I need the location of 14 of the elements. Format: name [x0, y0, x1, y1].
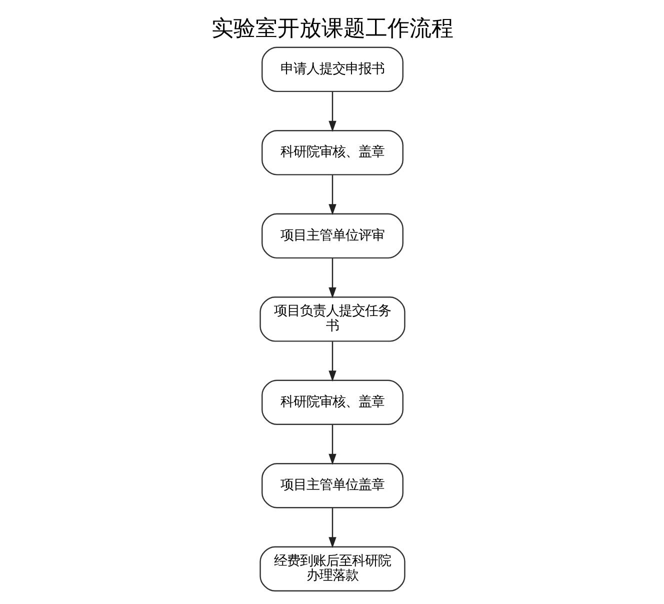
arrow: [328, 342, 336, 382]
arrow: [328, 508, 336, 548]
arrow: [328, 92, 336, 132]
node-box: 科研院审核、盖章: [261, 380, 403, 426]
arrow: [328, 258, 336, 298]
arrow: [328, 424, 336, 465]
arrow: [328, 175, 336, 216]
node-box: 项目主管单位盖章: [261, 462, 403, 508]
diagram-title: 实验室开放课题工作流程: [211, 16, 453, 42]
node-box: 项目负责人提交任务书: [259, 296, 405, 342]
node-box: 科研院审核、盖章: [261, 130, 403, 176]
node-box: 申请人提交申报书: [261, 46, 403, 92]
node-box: 经费到账后至科研院办理落款: [259, 546, 405, 592]
node-box: 项目主管单位评审: [261, 213, 403, 259]
